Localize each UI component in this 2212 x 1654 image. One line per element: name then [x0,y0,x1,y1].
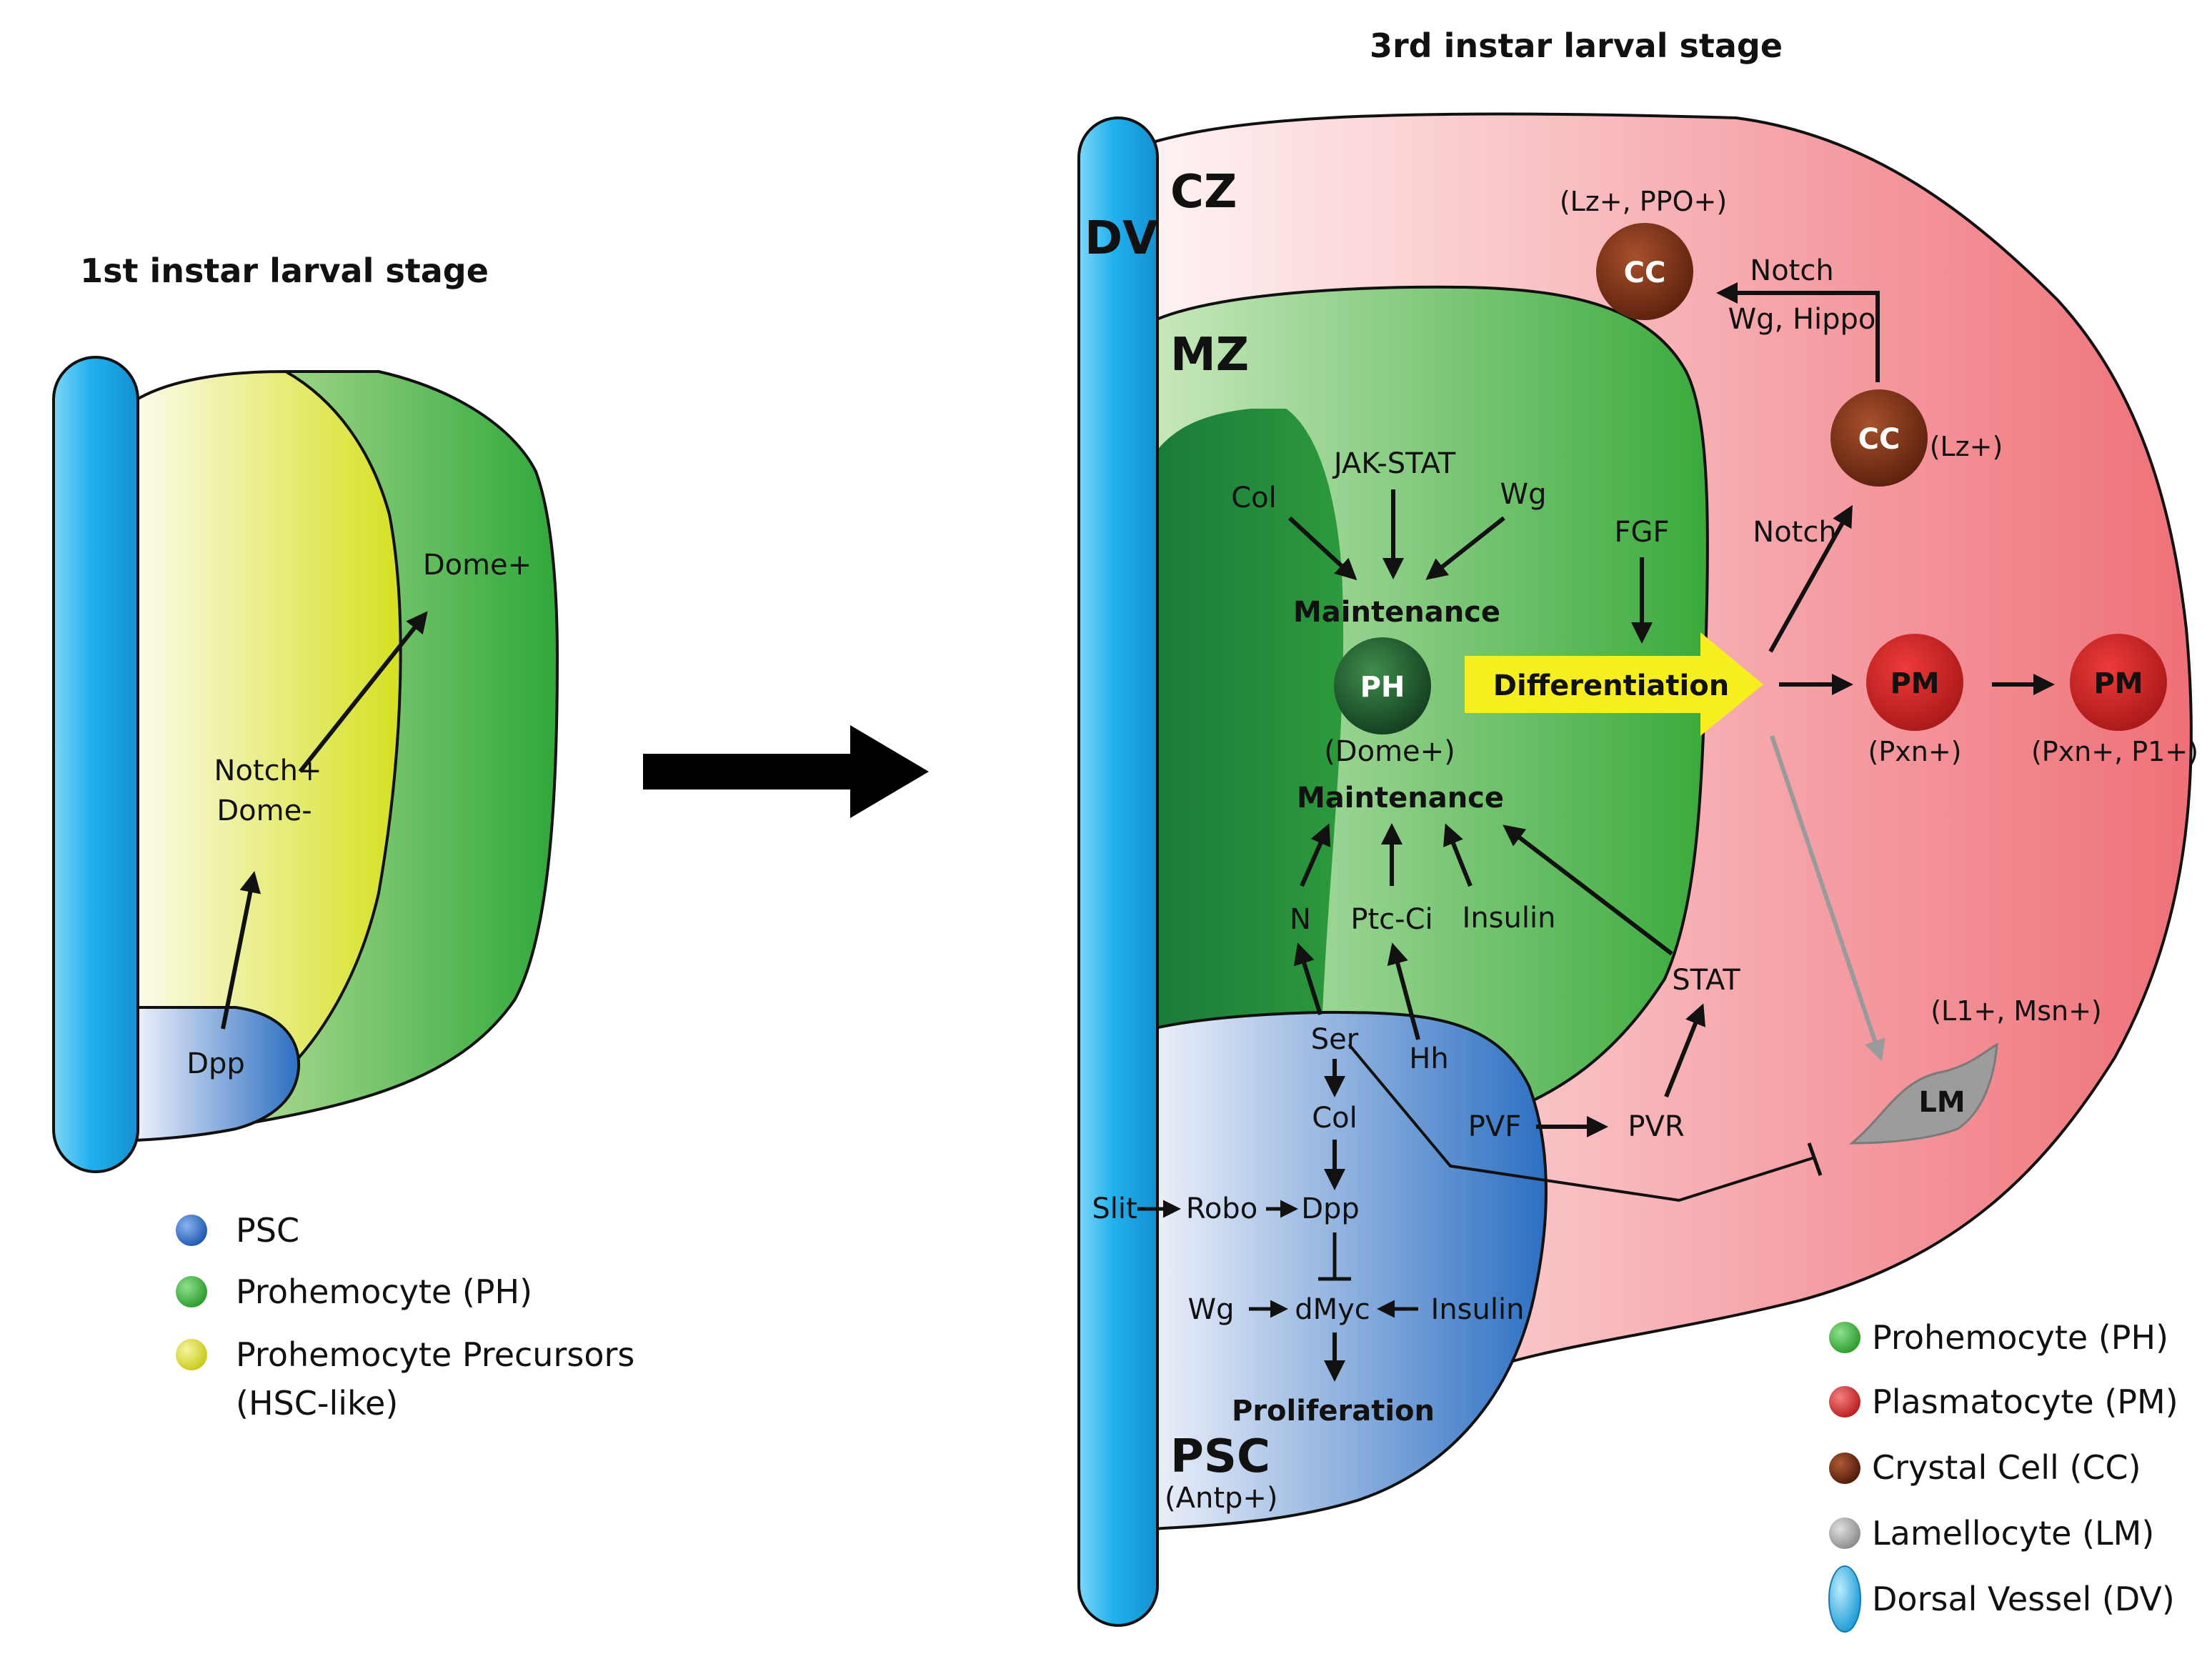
stage3-title: 3rd instar larval stage [1370,26,1783,65]
cc-mature-cell [1596,223,1693,320]
legend-r-pm-swatch [1829,1386,1860,1418]
stage-transition-arrow [643,725,929,818]
psc-dmyc: dMyc [1295,1293,1370,1326]
zone-mz-label: MZ [1170,329,1249,382]
lm-cell [1848,1042,1998,1145]
mz-ptc-ci: Ptc-Ci [1350,903,1433,936]
zone-dv-label: DV [1085,212,1158,265]
psc-col: Col [1312,1102,1357,1135]
ph-cell [1334,637,1431,734]
stage1-dome-minus: Dome- [216,794,312,827]
psc-proliferation: Proliferation [1232,1395,1435,1428]
cz-notch-mid: Notch [1753,516,1836,549]
posterior-signaling-center [1150,1010,1548,1531]
arrow-cc-maturation [1716,282,1880,382]
pm-cell-1 [1866,634,1963,731]
legend-precursor-label: Prohemocyte Precursors [236,1335,634,1374]
mz-n: N [1290,903,1311,936]
stage1-title: 1st instar larval stage [80,251,489,290]
psc-marker: (Antp+) [1165,1482,1278,1515]
psc-pvf: PVF [1468,1110,1522,1143]
mz-stat: STAT [1672,964,1740,997]
lm-label: LM [1918,1086,1965,1119]
stage1-psc [134,1006,301,1142]
psc-dpp: Dpp [1301,1192,1360,1225]
ph-marker: (Dome+) [1324,735,1455,768]
arrow-ser-n [1293,942,1322,1015]
psc-ser: Ser [1311,1023,1359,1056]
stage1-dorsal-vessel [52,356,139,1173]
legend-precursor-label-line2: (HSC-like) [236,1384,398,1423]
cz-notch-top: Notch [1750,254,1833,287]
stage1-dome-plus: Dome+ [423,549,532,582]
legend-r-lm-label: Lamellocyte (LM) [1872,1514,2154,1553]
psc-wg: Wg [1188,1293,1235,1326]
legend-ph-swatch [176,1276,207,1307]
arrow-col-maintenance [1287,516,1357,581]
zone-cz-label: CZ [1170,166,1237,219]
psc-robo: Robo [1186,1192,1257,1225]
legend-psc-label: PSC [236,1211,299,1250]
cc-mature-label: CC [1624,256,1666,289]
legend-ph-label: Prohemocyte (PH) [236,1272,532,1311]
legend-precursor-swatch [176,1339,207,1370]
legend-r-ph-label: Prohemocyte (PH) [1872,1318,2168,1357]
legend-r-lm-swatch [1829,1518,1860,1549]
legend-r-cc-swatch [1829,1453,1860,1484]
psc-insulin: Insulin [1431,1293,1525,1326]
psc-hh: Hh [1409,1042,1448,1075]
inhibit-ser-lm-bar [1807,1142,1823,1176]
mz-col: Col [1231,482,1277,514]
mz-wg: Wg [1500,478,1547,511]
inhibit-ser-lm [1347,1043,1815,1202]
arrow-n-maintenance [1300,823,1331,887]
psc-slit: Slit [1092,1192,1137,1225]
stage3-dorsal-vessel [1077,116,1159,1627]
legend-r-dv-swatch [1828,1565,1861,1633]
cc-immature-label: CC [1858,423,1900,456]
arrow-stat-maintenance [1503,824,1673,956]
legend-r-ph-swatch [1829,1322,1860,1353]
legend-right: Prohemocyte (PH) Plasmatocyte (PM) Cryst… [1828,1318,2178,1633]
mz-jak-stat: JAK-STAT [1332,447,1456,480]
mz-fgf: FGF [1614,516,1669,549]
differentiation-label: Differentiation [1493,669,1729,702]
legend-r-dv-label: Dorsal Vessel (DV) [1872,1580,2175,1618]
stage1-dpp: Dpp [186,1047,245,1080]
medullary-inner-band [1152,409,1344,1036]
pm2-marker: (Pxn+, P1+) [2031,736,2198,767]
cc-top-marker: (Lz+, PPO+) [1560,186,1727,217]
arrow-wg-maintenance [1425,516,1505,580]
pm-cell-2-label: PM [2093,667,2143,700]
cz-pvr: PVR [1628,1110,1684,1143]
ph-cell-label: PH [1360,671,1405,704]
arrow-hh-ptcci [1387,942,1420,1040]
stage1-precursor-zone [134,369,402,1124]
arrow-diff-lm [1770,735,1885,1062]
arrow-notch-to-dome [298,611,428,773]
cc-mid-marker: (Lz+) [1930,431,2003,462]
zone-psc-label: PSC [1170,1430,1270,1483]
maintenance-top: Maintenance [1293,596,1500,629]
arrow-dpp-to-notch [221,871,261,1030]
legend-left: PSC Prohemocyte (PH) Prohemocyte Precurs… [176,1211,634,1423]
differentiation-arrow [1465,632,1763,736]
legend-r-cc-label: Crystal Cell (CC) [1872,1448,2141,1487]
stage1-notch-plus: Notch+ [214,754,322,787]
cz-wg-hippo: Wg, Hippo [1728,303,1876,336]
pm1-marker: (Pxn+) [1868,736,1962,767]
pm-cell-1-label: PM [1890,667,1939,700]
arrow-notch-cc [1768,504,1853,653]
arrow-pvr-stat [1664,1003,1706,1098]
cc-immature-cell [1830,389,1928,487]
legend-r-pm-label: Plasmatocyte (PM) [1872,1383,2178,1421]
pm-cell-2 [2070,634,2167,731]
stage1-lymph-gland: Dome+ Notch+ Dome- Dpp [52,356,559,1173]
mz-insulin: Insulin [1463,902,1556,935]
arrow-insulin-maintenance [1443,823,1473,887]
legend-psc-swatch [176,1215,207,1246]
maintenance-bottom: Maintenance [1297,782,1504,814]
lm-marker: (L1+, Msn+) [1930,995,2102,1027]
